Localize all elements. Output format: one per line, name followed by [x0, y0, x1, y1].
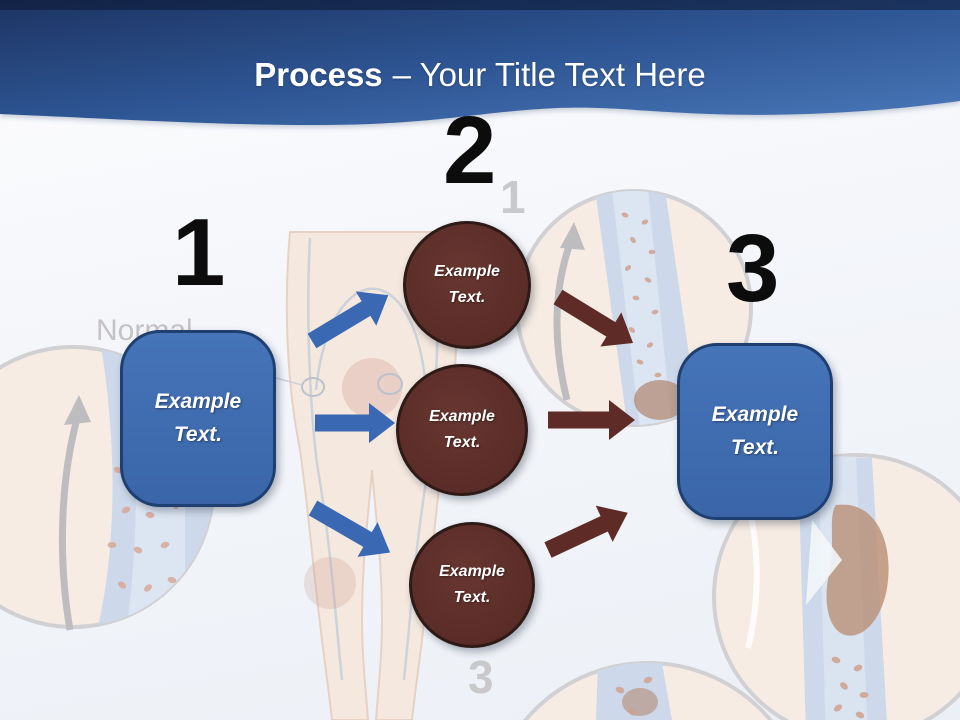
background-label-3: 3: [468, 651, 494, 703]
step-number-3: 3: [726, 215, 780, 322]
step-number-2: 2: [443, 97, 497, 204]
flow-arrow-up: [58, 414, 82, 631]
blue-arrows: [307, 291, 395, 557]
maroon-arrow-down-icon: [553, 289, 634, 347]
process-box-right-label: Example Text.: [711, 402, 799, 459]
process-box-left-label: Example Text.: [154, 389, 242, 446]
title-rest-part: – Your Title Text Here: [392, 56, 706, 93]
inset-circle-clot: [712, 453, 960, 720]
process-circle-bottom-label: Example Text.: [439, 563, 505, 606]
maroon-arrow-up-icon: [544, 505, 628, 558]
blue-arrow-right-icon: [315, 403, 395, 443]
maroon-arrow-right-icon: [548, 400, 635, 440]
process-circle-top-label: Example Text.: [434, 263, 500, 306]
step-number-1: 1: [172, 199, 226, 306]
process-circle-top: Example Text.: [403, 221, 531, 349]
process-box-left: Example Text.: [120, 330, 276, 507]
maroon-arrows: [544, 289, 635, 558]
process-circle-middle-label: Example Text.: [429, 408, 495, 451]
blood-cells: [831, 656, 869, 719]
process-circle-bottom: Example Text.: [409, 522, 535, 648]
title-bold-part: Process: [254, 56, 383, 93]
process-circle-middle: Example Text.: [396, 364, 528, 496]
blue-arrow-down-icon: [308, 500, 391, 557]
process-box-right: Example Text.: [677, 343, 833, 520]
flow-arrow-up: [553, 236, 576, 401]
blue-arrow-up-icon: [307, 291, 389, 349]
blood-cells: [621, 212, 662, 378]
slide-title: Process – Your Title Text Here: [0, 56, 960, 94]
header-banner: [0, 0, 960, 125]
inset-circle-step3: [523, 661, 773, 720]
background-label-1: 1: [500, 171, 526, 223]
